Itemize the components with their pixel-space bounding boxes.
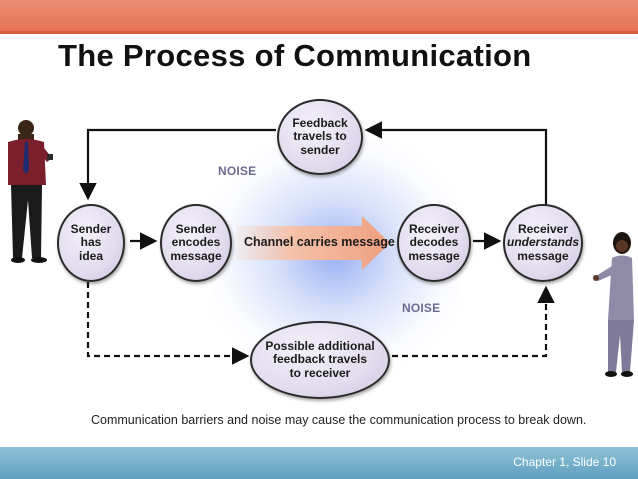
node-sender-has-idea: Sender has idea <box>57 204 125 282</box>
node-possible-feedback-text: Possible additional feedback travels to … <box>265 338 375 380</box>
channel-label: Channel carries message <box>244 235 395 249</box>
node-receiver-understands: Receiver understands message <box>503 204 583 282</box>
dashed-arrow-right <box>392 285 555 358</box>
feedback-arrow-left <box>79 128 276 201</box>
slide-title: The Process of Communication <box>58 38 532 73</box>
node-sender-encodes-text: Sender encodes message <box>170 221 222 263</box>
node-receiver-decodes: Receiver decodes message <box>397 204 471 282</box>
node-receiver-understands-line3: message <box>517 248 569 263</box>
node-receiver-understands-line2: understands <box>507 236 579 250</box>
top-accent-band <box>0 0 638 34</box>
node-sender-idea-text: Sender has idea <box>70 221 112 263</box>
node-receiver-decodes-text: Receiver decodes message <box>408 221 460 263</box>
bottom-accent-band <box>0 447 638 479</box>
feedback-arrow-right <box>364 121 548 206</box>
node-feedback-text: Feedback travels to sender <box>292 115 348 157</box>
node-feedback-to-sender: Feedback travels to sender <box>277 99 363 175</box>
node-possible-feedback: Possible additional feedback travels to … <box>250 321 390 399</box>
noise-label-top: NOISE <box>218 164 257 178</box>
node-sender-encodes: Sender encodes message <box>160 204 232 282</box>
caption: Communication barriers and noise may cau… <box>91 413 587 427</box>
node-receiver-understands-line1: Receiver <box>517 221 569 236</box>
channel-arrow <box>236 216 390 270</box>
slide-footer: Chapter 1, Slide 10 <box>513 455 616 469</box>
noise-label-bottom: NOISE <box>402 301 441 315</box>
man-figure <box>8 120 53 263</box>
dashed-arrow-left <box>86 282 250 365</box>
understands-emphasis: understands <box>506 235 579 250</box>
woman-figure <box>593 232 634 377</box>
